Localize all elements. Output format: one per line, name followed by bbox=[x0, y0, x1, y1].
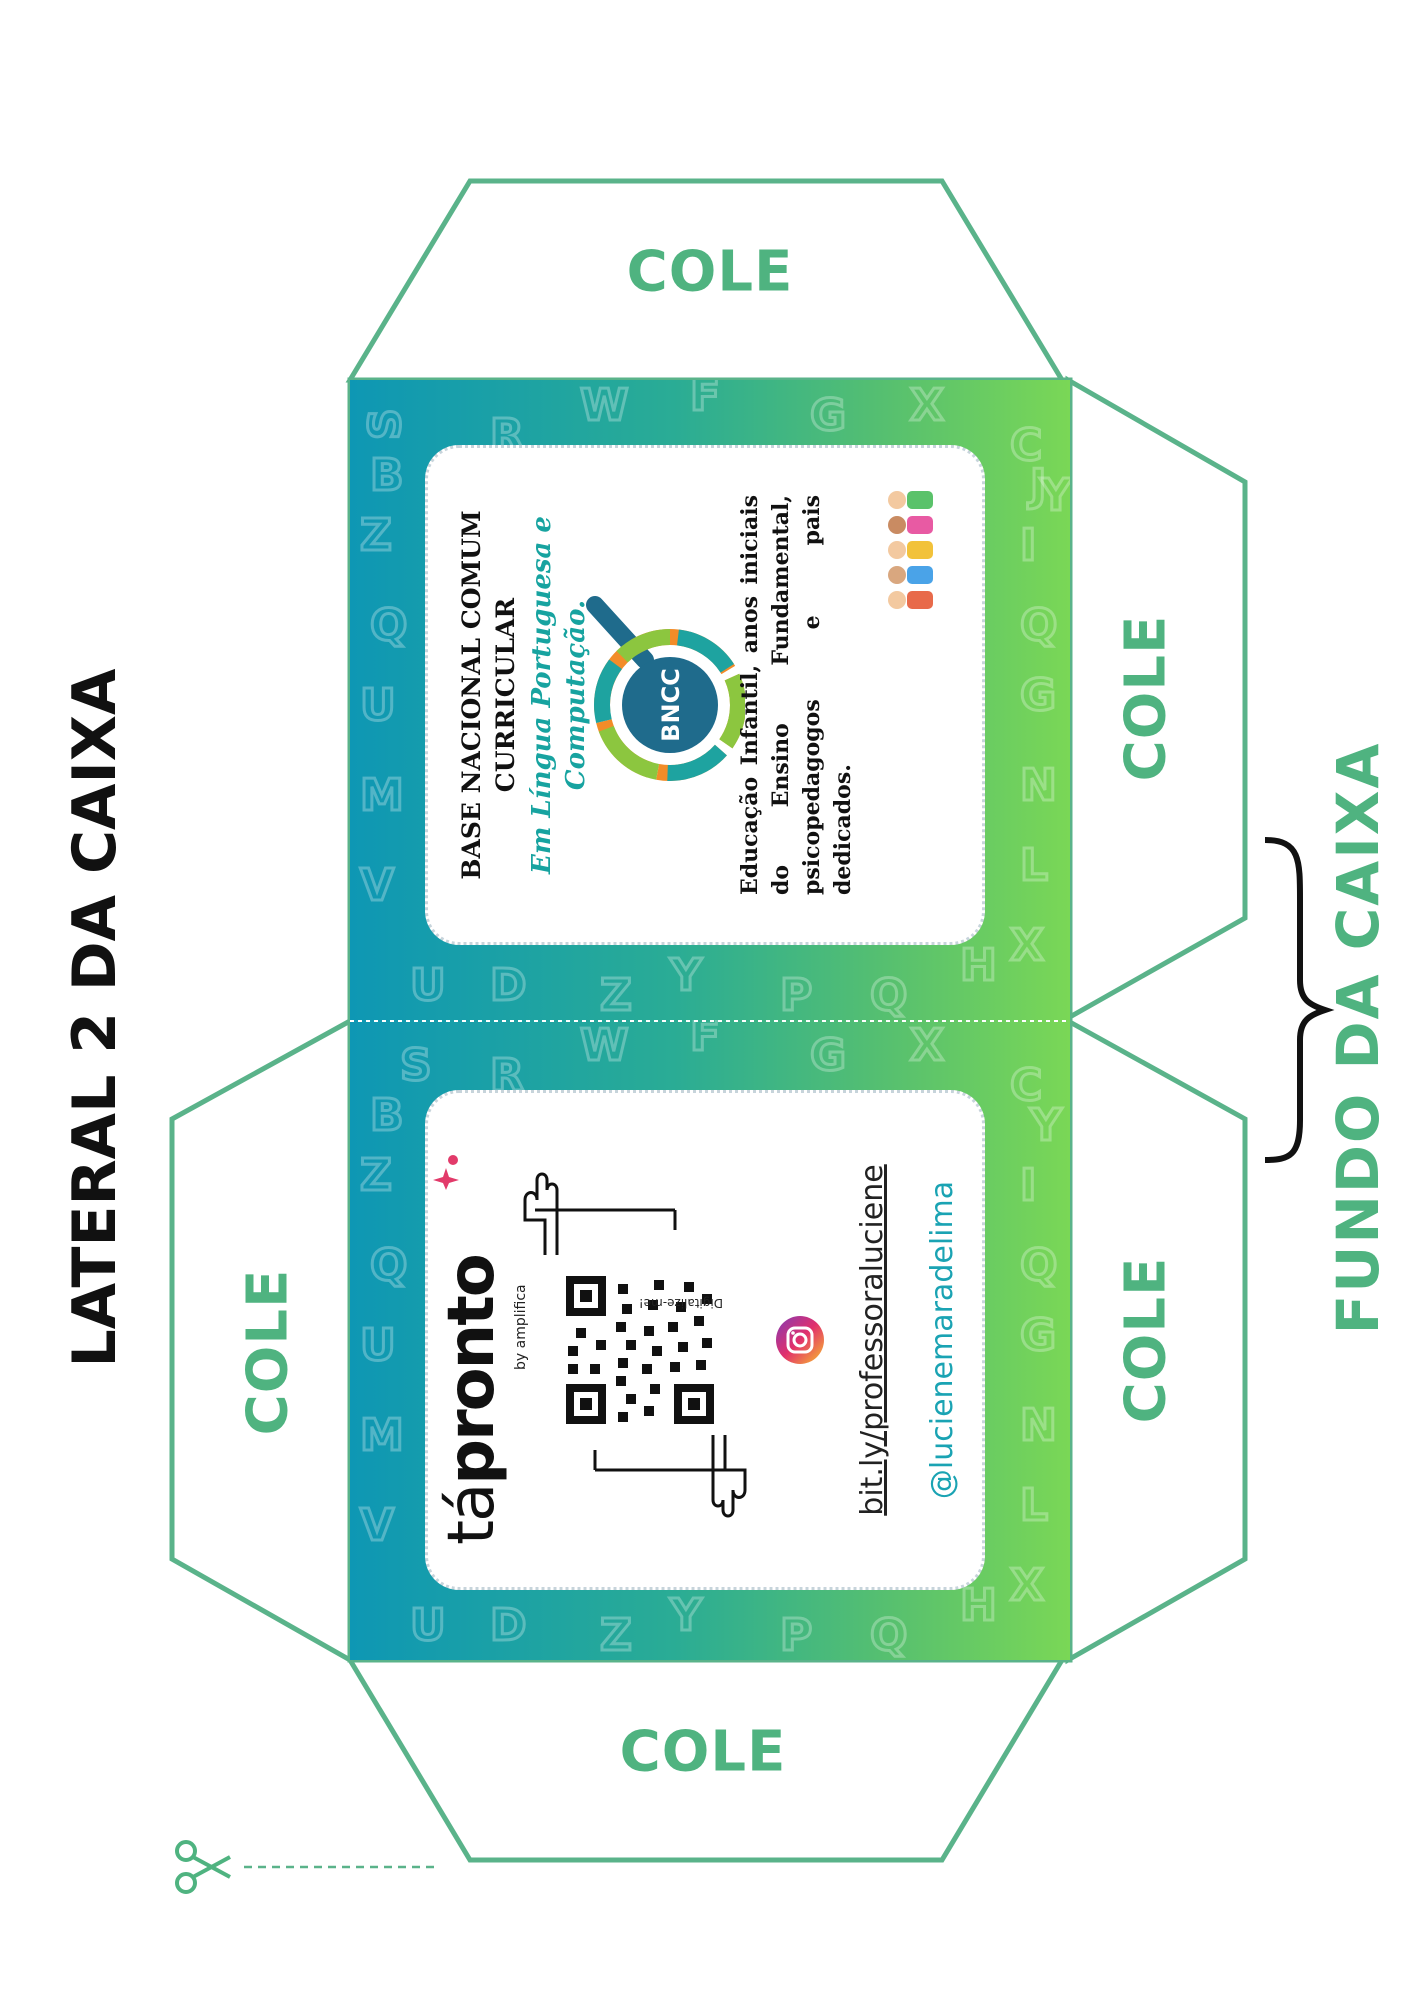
svg-text:D: D bbox=[490, 1600, 527, 1651]
qr-code-icon[interactable] bbox=[560, 1270, 720, 1430]
svg-text:L: L bbox=[1020, 1480, 1048, 1531]
svg-text:G: G bbox=[1020, 670, 1056, 721]
svg-text:B: B bbox=[370, 1090, 404, 1141]
svg-text:Q: Q bbox=[870, 970, 907, 1020]
svg-text:V: V bbox=[360, 860, 394, 911]
svg-text:M: M bbox=[360, 770, 404, 821]
svg-text:C: C bbox=[1010, 420, 1042, 471]
children-illustration bbox=[888, 491, 933, 609]
svg-text:I: I bbox=[1020, 520, 1036, 571]
svg-text:Y: Y bbox=[669, 1590, 703, 1641]
svg-text:X: X bbox=[910, 380, 944, 431]
svg-text:BNCC: BNCC bbox=[657, 668, 685, 742]
svg-text:V: V bbox=[360, 1500, 394, 1551]
glue-label-right-top: COLE bbox=[1113, 614, 1179, 782]
svg-text:L: L bbox=[1020, 840, 1048, 891]
sparkle-icon bbox=[433, 1155, 459, 1190]
svg-text:Z: Z bbox=[600, 1610, 632, 1660]
svg-text:P: P bbox=[780, 1610, 812, 1660]
brand-logo: tápronto bbox=[435, 1255, 509, 1545]
svg-text:G: G bbox=[810, 390, 846, 441]
glue-label-right-bottom: COLE bbox=[1113, 1256, 1179, 1424]
svg-text:U: U bbox=[410, 960, 446, 1011]
card-contact: tápronto by amplifica bbox=[425, 1090, 985, 1590]
qr-frame bbox=[535, 1208, 735, 1472]
svg-text:N: N bbox=[1020, 760, 1057, 811]
svg-text:X: X bbox=[910, 1020, 944, 1071]
scissors-icon bbox=[175, 1840, 231, 1894]
svg-text:I: I bbox=[1020, 1160, 1036, 1211]
svg-text:Y: Y bbox=[1029, 1100, 1063, 1151]
glue-label-top: COLE bbox=[626, 239, 794, 305]
letter-pattern: S R W F G X C B Y Z I Q Q U G M N V L U … bbox=[359, 1020, 1065, 1660]
instagram-handle[interactable]: @lucienemaradelima bbox=[925, 1180, 960, 1500]
svg-text:Z: Z bbox=[600, 970, 632, 1020]
pointing-hand-icon bbox=[711, 1435, 747, 1518]
svg-text:H: H bbox=[960, 940, 997, 991]
glue-label-bottom: COLE bbox=[619, 1719, 787, 1785]
professor-link[interactable]: bit.ly/professoraluciene bbox=[855, 1164, 890, 1516]
svg-text:Y: Y bbox=[1039, 470, 1070, 521]
svg-text:X: X bbox=[1010, 920, 1044, 971]
svg-text:J: J bbox=[1027, 460, 1046, 511]
svg-text:B: B bbox=[370, 450, 404, 501]
svg-text:U: U bbox=[360, 1320, 396, 1371]
svg-text:G: G bbox=[1020, 1310, 1056, 1361]
pointing-hand-icon bbox=[523, 1172, 559, 1255]
svg-text:F: F bbox=[690, 1020, 720, 1061]
svg-text:Q: Q bbox=[370, 1240, 407, 1291]
svg-text:S: S bbox=[400, 1040, 432, 1091]
panel-front: S R W F G X C B J Y Z I Q Q U G M N V L … bbox=[350, 380, 1070, 1020]
svg-text:Z: Z bbox=[360, 510, 392, 561]
svg-text:M: M bbox=[360, 1410, 404, 1461]
svg-text:Z: Z bbox=[360, 1150, 392, 1201]
svg-text:Y: Y bbox=[669, 950, 703, 1001]
svg-text:Q: Q bbox=[870, 1610, 907, 1660]
svg-text:H: H bbox=[960, 1580, 997, 1631]
title-fundo: FUNDO DA CAIXA bbox=[1324, 741, 1392, 1335]
title-lateral: LATERAL 2 DA CAIXA bbox=[60, 668, 130, 1368]
svg-text:G: G bbox=[810, 1030, 846, 1081]
panel-back: S R W F G X C B Y Z I Q Q U G M N V L U … bbox=[350, 1020, 1070, 1660]
brace bbox=[1264, 837, 1335, 1163]
bncc-audience: Educação Infantil, anos iniciais do Ensi… bbox=[737, 495, 856, 895]
instagram-icon[interactable] bbox=[775, 1315, 825, 1365]
svg-text:Q: Q bbox=[1020, 600, 1057, 651]
svg-text:P: P bbox=[780, 970, 812, 1020]
magnifier-icon: BNCC bbox=[586, 596, 745, 781]
svg-text:Q: Q bbox=[1020, 1240, 1057, 1291]
glue-label-left: COLE bbox=[235, 1268, 301, 1436]
scan-label: Digitalize-me! bbox=[638, 1296, 723, 1310]
svg-text:N: N bbox=[1020, 1400, 1057, 1451]
svg-text:W: W bbox=[580, 1020, 629, 1071]
svg-text:C: C bbox=[1010, 1060, 1042, 1111]
svg-text:U: U bbox=[360, 680, 396, 731]
svg-text:X: X bbox=[1010, 1560, 1044, 1611]
svg-text:F: F bbox=[690, 380, 720, 421]
svg-text:D: D bbox=[490, 960, 527, 1011]
svg-text:S: S bbox=[360, 408, 411, 440]
fold-line bbox=[350, 1020, 1070, 1022]
svg-text:W: W bbox=[580, 380, 629, 431]
svg-text:U: U bbox=[410, 1600, 446, 1651]
svg-text:Q: Q bbox=[370, 600, 407, 651]
